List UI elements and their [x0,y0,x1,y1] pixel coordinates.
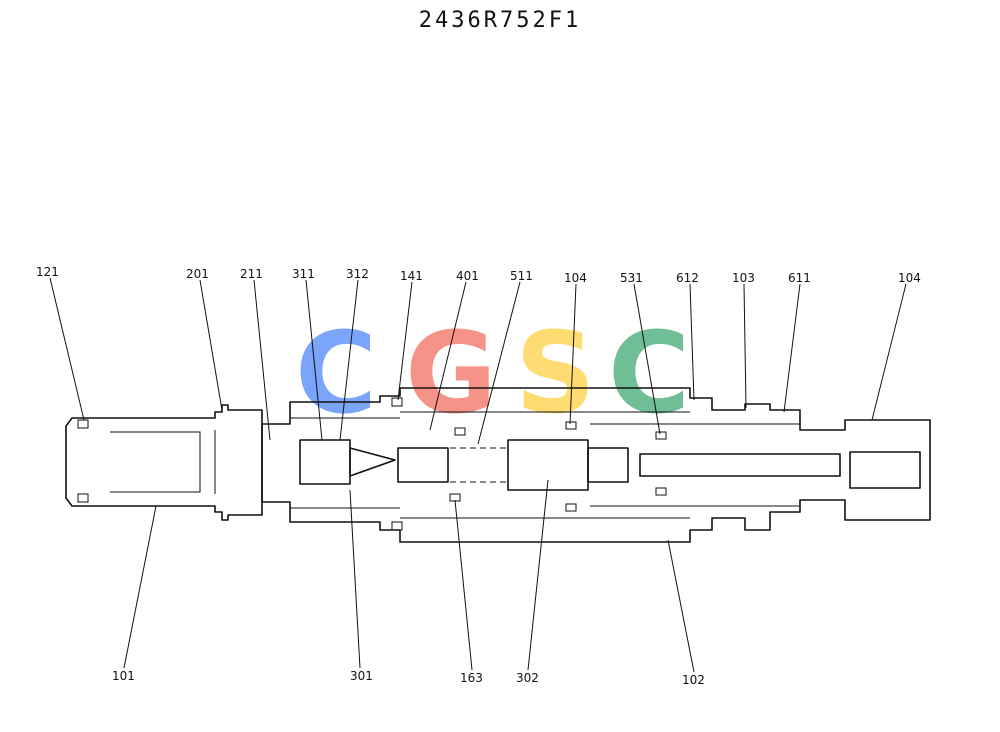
label-511: 511 [510,269,533,283]
oring-141 [391,397,403,407]
drawing-title: 2436R752F1 [418,8,582,33]
label-211: 211 [240,267,263,281]
label-302: 302 [516,671,539,685]
label-104-a: 104 [564,271,587,285]
plug-oring-top [77,419,89,429]
label-312: 312 [346,267,369,281]
label-101: 101 [112,669,135,683]
label-121: 121 [36,265,59,279]
end-cap-plug [849,451,921,489]
label-103: 103 [732,271,755,285]
oring-531-bottom [655,487,667,496]
label-401: 401 [456,269,479,283]
left-plug [65,404,263,521]
label-531: 531 [620,271,643,285]
oring-531 [655,431,667,440]
oring-163 [449,493,461,502]
label-104-b: 104 [898,271,921,285]
top-labels: 121 201 211 311 312 141 401 511 104 531 … [36,265,921,285]
label-301: 301 [350,669,373,683]
label-141: 141 [400,269,423,283]
piston-rod [639,453,841,477]
spring-retainer [397,447,449,483]
oring-104-bottom [565,503,577,512]
bottom-labels: 101 301 163 302 102 [112,669,705,687]
main-sleeve [261,387,931,543]
leader-lines [49,277,907,673]
watermark-letter-2: G [405,309,497,439]
oring-104 [565,421,577,430]
watermark-letter-3: S [515,309,596,439]
label-611: 611 [788,271,811,285]
label-163: 163 [460,671,483,685]
piston-rod-base [587,447,629,483]
label-311: 311 [292,267,315,281]
plug-bore [110,431,201,493]
label-612: 612 [676,271,699,285]
plug-oring-bottom [77,493,89,503]
label-102: 102 [682,673,705,687]
cross-section [65,387,931,543]
poppet-cone [349,447,396,477]
oring-511 [454,427,466,436]
watermark-letter-1: C [295,309,377,439]
oring-141-bottom [391,521,403,531]
label-201: 201 [186,267,209,281]
watermark: C G S C [295,309,690,439]
poppet-seat [299,439,351,485]
